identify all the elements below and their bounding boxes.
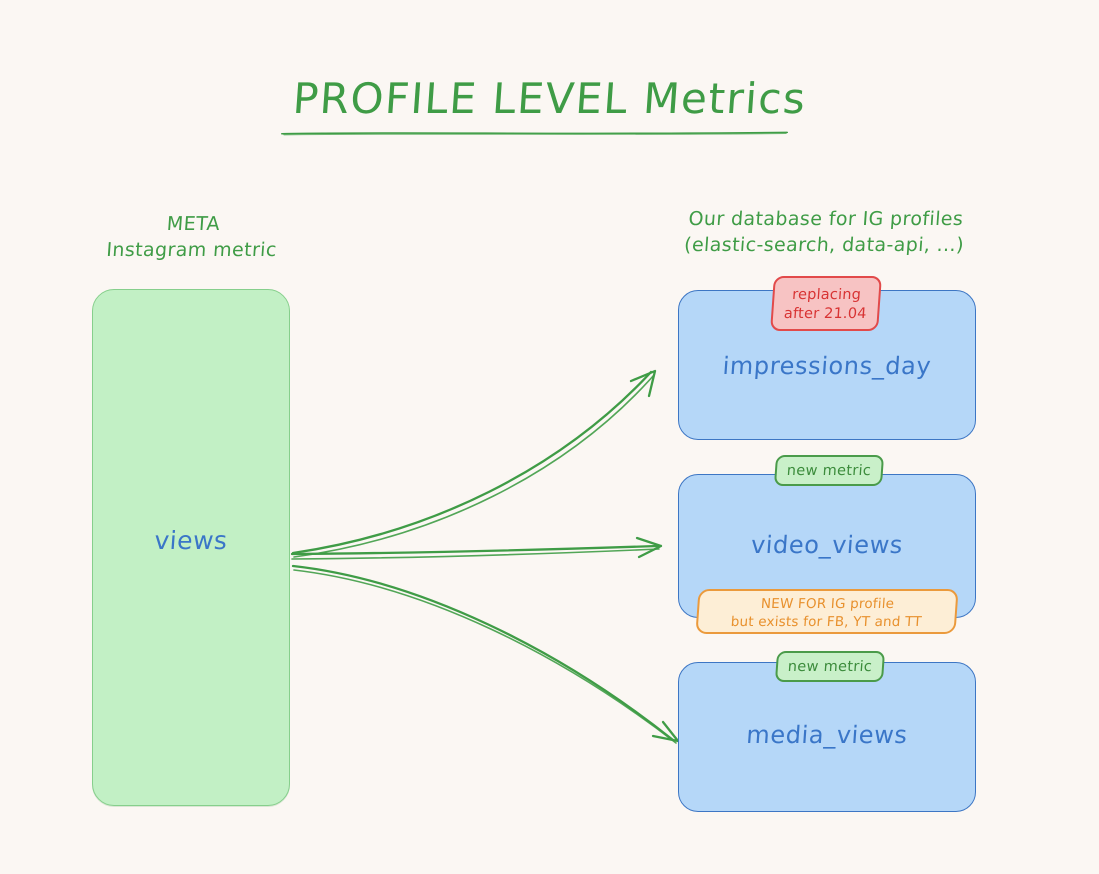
metric-label-impressions-day: impressions_day	[721, 352, 933, 380]
page-title-wrap: PROFILE LEVEL Metrics	[0, 74, 1099, 123]
badge-line1: replacing	[791, 287, 862, 303]
left-caption-line2: Instagram metric	[105, 239, 278, 261]
source-metric-label: views	[153, 526, 229, 555]
badge-line2: but exists for FB, YT and TT	[730, 614, 923, 630]
page-title: PROFILE LEVEL Metrics	[291, 74, 808, 123]
right-caption-line2: (elastic-search, data-api, ...)	[683, 234, 965, 256]
arrow-to-video-views	[290, 536, 663, 560]
badge-line1: new metric	[786, 463, 872, 479]
right-caption-line1: Our database for IG profiles	[687, 208, 964, 230]
status-badge-replacing: replacing after 21.04	[770, 276, 882, 331]
right-column-caption: Our database for IG profiles (elastic-se…	[638, 206, 1012, 258]
status-badge-new-metric-media-views: new metric	[774, 651, 886, 682]
title-underline	[280, 131, 789, 136]
left-caption-line1: META	[166, 213, 221, 235]
left-column-caption: META Instagram metric	[58, 211, 327, 263]
arrow-to-media-views	[291, 564, 680, 744]
metric-label-video-views: video_views	[750, 531, 904, 559]
source-metric-card[interactable]: views	[92, 289, 290, 806]
metric-card-media-views[interactable]: media_views	[678, 662, 976, 812]
badge-line2: after 21.04	[783, 306, 868, 322]
badge-line1: NEW FOR IG profile	[760, 596, 895, 612]
arrow-to-impressions-day	[291, 369, 657, 558]
status-badge-new-metric-video-views: new metric	[773, 455, 885, 486]
metric-label-media-views: media_views	[745, 721, 909, 749]
status-badge-new-for-ig-profile: NEW FOR IG profile but exists for FB, YT…	[695, 589, 959, 634]
badge-line1: new metric	[787, 659, 873, 675]
